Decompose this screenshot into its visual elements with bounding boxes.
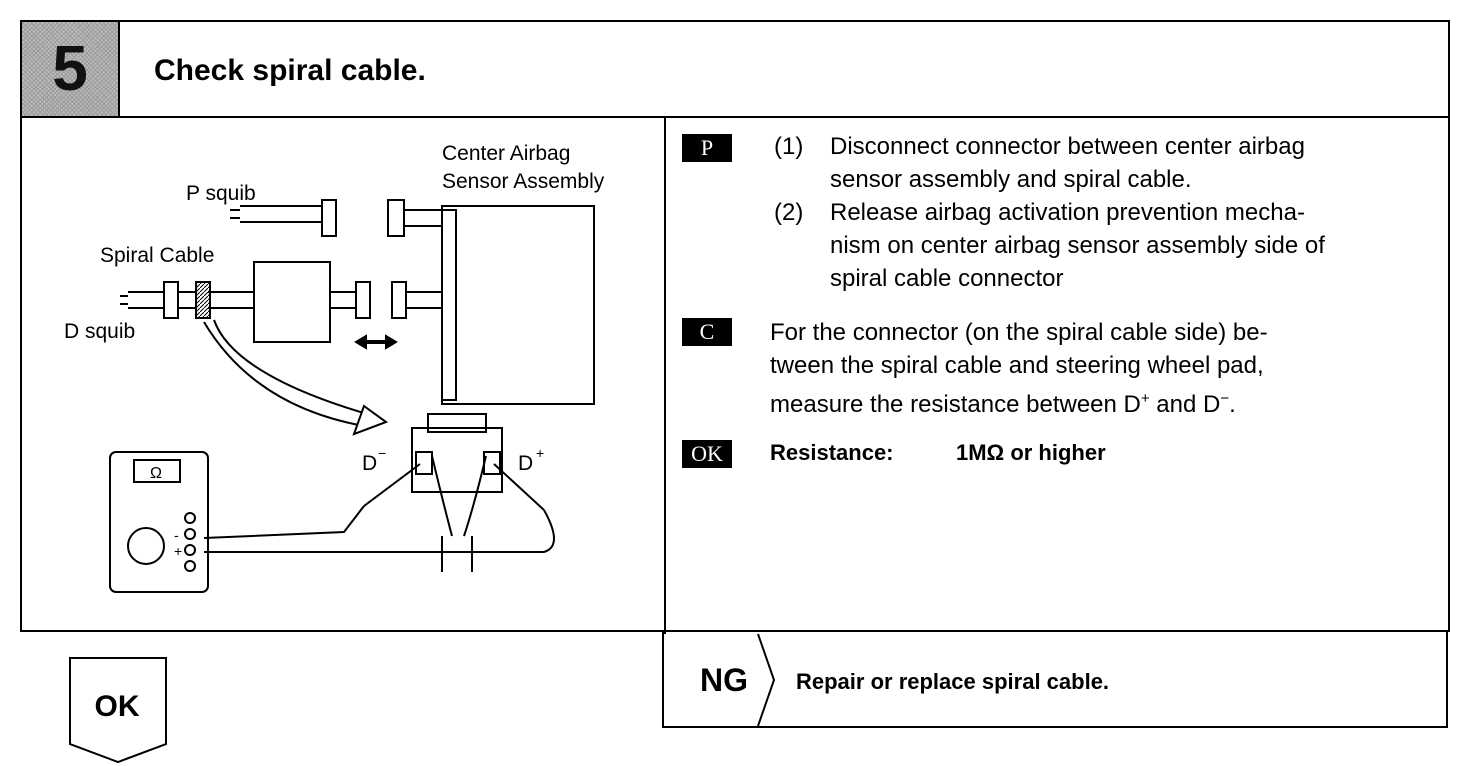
ng-chevron xyxy=(757,633,776,727)
tag-c: C xyxy=(682,318,732,346)
ng-text: Repair or replace spiral cable. xyxy=(796,669,1110,694)
resistance-value: 1MΩ or higher xyxy=(956,440,1106,465)
tag-p: P xyxy=(682,134,732,162)
step-title: Check spiral cable. xyxy=(154,54,426,87)
ok-arrow-box xyxy=(69,657,167,764)
c-line2: tween the spiral cable and steering whee… xyxy=(770,352,1264,379)
spiral-cable-connector xyxy=(355,281,371,319)
label-p-squib: P squib xyxy=(186,182,256,205)
p-squib-connector xyxy=(321,199,337,237)
label-spiral-cable: Spiral Cable xyxy=(100,244,214,267)
item2-number: (2) xyxy=(774,199,804,226)
ok-label: OK xyxy=(94,690,140,723)
label-d-plus: D xyxy=(518,452,533,475)
ohm-symbol: Ω xyxy=(150,465,162,482)
c-line3-end: . xyxy=(1229,391,1236,418)
c-line1: For the connector (on the spiral cable s… xyxy=(770,319,1268,346)
sensor-connector-strip xyxy=(441,209,457,401)
spiral-cable-body xyxy=(253,261,331,343)
multimeter-display xyxy=(133,459,181,483)
item2-line3: spiral cable connector xyxy=(830,265,1064,292)
item1-number: (1) xyxy=(774,133,804,160)
pad-side-connector xyxy=(195,281,211,319)
item2-line2: nism on center airbag sensor assembly si… xyxy=(830,232,1325,259)
label-sensor-assembly: Sensor Assembly xyxy=(442,170,605,193)
column-divider xyxy=(664,118,666,634)
wiring-diagram: Center Airbag Sensor Assembly P squib Sp… xyxy=(24,116,664,616)
c-line3-mid: and D xyxy=(1149,391,1221,418)
label-d-plus-sign: + xyxy=(536,445,544,461)
sensor-d-connector xyxy=(391,281,407,319)
d-squib-connector xyxy=(163,281,179,319)
resistance-label: Resistance: xyxy=(770,440,894,465)
step-number-box: 5 xyxy=(22,22,120,116)
item1-line1: Disconnect connector between center airb… xyxy=(830,133,1305,160)
sensor-p-connector xyxy=(387,199,405,237)
c-line3-sup2: − xyxy=(1220,390,1230,407)
c-line3: measure the resistance between D+ and D−… xyxy=(770,382,1442,421)
meter-minus-label: - xyxy=(174,527,179,543)
meter-plus-label: + xyxy=(174,543,182,559)
c-line3-pre: measure the resistance between D xyxy=(770,391,1141,418)
tag-ok: OK xyxy=(682,440,732,468)
header-divider xyxy=(22,116,1448,118)
connector-closeup xyxy=(411,427,503,493)
multimeter-body xyxy=(109,451,209,593)
step-frame: 5 Check spiral cable. xyxy=(20,20,1450,634)
step-number: 5 xyxy=(52,32,88,104)
label-d-squib: D squib xyxy=(64,320,135,343)
label-d-minus-sign: − xyxy=(378,445,386,461)
c-line3-sup1: + xyxy=(1140,390,1150,407)
item2-line1: Release airbag activation prevention mec… xyxy=(830,199,1305,226)
multimeter-dial xyxy=(127,527,165,565)
ng-box xyxy=(662,632,1448,728)
ng-label: NG xyxy=(700,662,748,698)
item1-line2: sensor assembly and spiral cable. xyxy=(830,166,1192,193)
label-center-airbag: Center Airbag xyxy=(442,142,570,165)
label-d-minus: D xyxy=(362,452,377,475)
center-airbag-sensor-box xyxy=(441,205,595,405)
